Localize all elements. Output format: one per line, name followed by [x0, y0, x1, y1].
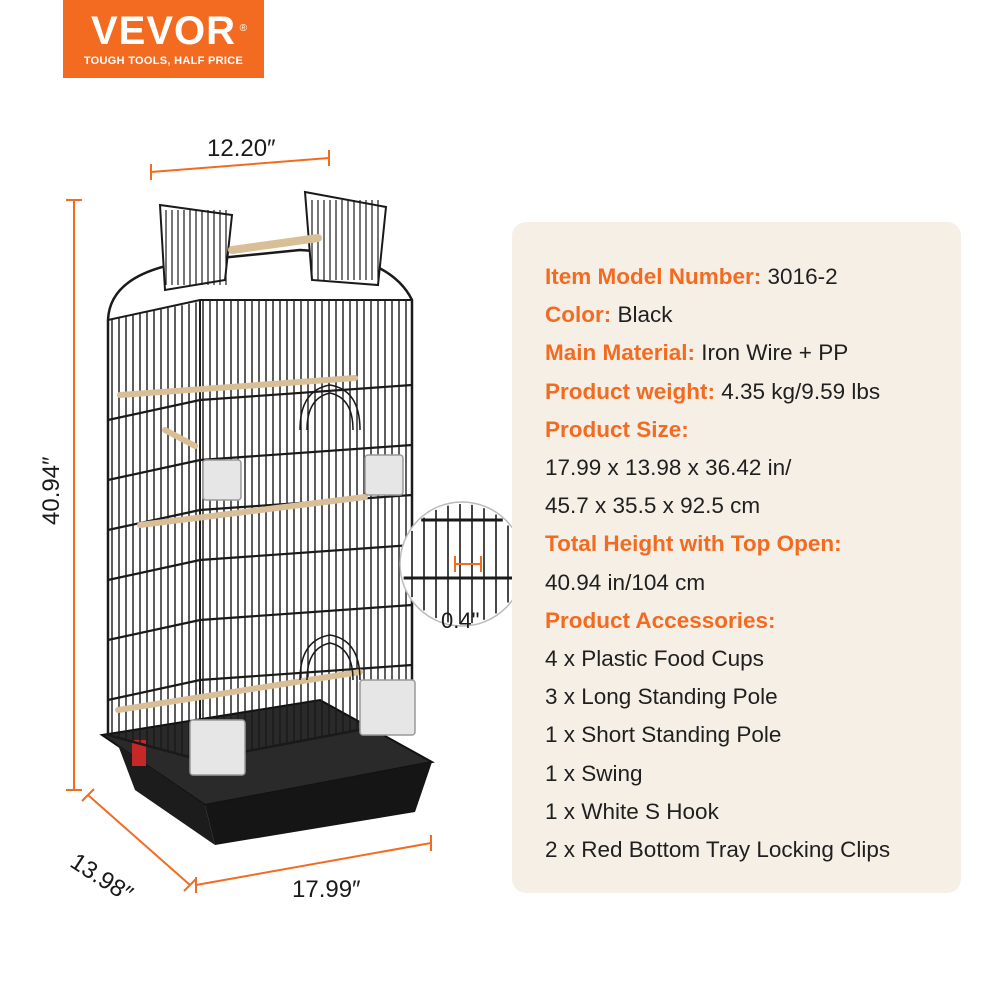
height-label: 40.94″ — [38, 456, 65, 525]
spec-row: Color: Black — [545, 296, 890, 334]
spec-label: Total Height with Top Open: — [545, 531, 842, 557]
brand-name: VEVOR® — [90, 9, 247, 53]
spec-value: 40.94 in/104 cm — [545, 569, 706, 595]
wire-gap-label: 0.4" — [441, 608, 480, 633]
wire-gap-zoom — [399, 501, 525, 627]
cage-tray — [99, 698, 435, 845]
spec-value: 4 x Plastic Food Cups — [545, 646, 764, 672]
length-dimension-line — [195, 842, 432, 886]
spec-row: Total Height with Top Open: — [545, 525, 890, 563]
spec-value: Iron Wire + PP — [695, 340, 849, 366]
spec-label: Product Size: — [545, 416, 689, 442]
length-label: 17.99″ — [292, 876, 361, 903]
brand-tagline: TOUGH TOOLS, HALF PRICE — [83, 55, 244, 67]
width-label: 12.20″ — [207, 135, 276, 162]
spec-row: Product Accessories: — [545, 602, 890, 640]
brand-name-text: VEVOR — [90, 9, 237, 53]
depth-dimension-line — [87, 794, 191, 886]
spec-label: Product weight: — [545, 378, 715, 404]
spec-row: 1 x Swing — [545, 755, 890, 793]
spec-label: Item Model Number: — [545, 264, 762, 289]
spec-value: 1 x Swing — [545, 760, 643, 786]
spec-row: 40.94 in/104 cm — [545, 564, 890, 602]
spec-card — [512, 222, 961, 893]
spec-row: 1 x White S Hook — [545, 793, 890, 831]
spec-label: Main Material: — [545, 340, 696, 366]
spec-value: Black — [611, 302, 673, 328]
spec-label: Color: — [545, 302, 612, 328]
spec-value: 1 x Short Standing Pole — [545, 722, 782, 748]
spec-value: 3016-2 — [761, 264, 838, 289]
spec-row: 4 x Plastic Food Cups — [545, 640, 890, 678]
spec-row: Item Model Number: 3016-2 — [545, 258, 890, 296]
spec-label: Product Accessories: — [545, 607, 776, 633]
registered-mark: ® — [239, 23, 249, 34]
wooden-perches — [115, 375, 368, 713]
spec-row: 2 x Red Bottom Tray Locking Clips — [545, 831, 890, 869]
cage-horizontal-rings — [107, 383, 413, 702]
spec-row: 17.99 x 13.98 x 36.42 in/ — [545, 449, 890, 487]
food-cups — [189, 454, 416, 776]
spec-value: 1 x White S Hook — [545, 798, 719, 824]
red-locking-clip — [132, 740, 146, 766]
spec-value: 3 x Long Standing Pole — [545, 684, 778, 710]
spec-row: 3 x Long Standing Pole — [545, 678, 890, 716]
spec-row: Main Material: Iron Wire + PP — [545, 334, 890, 372]
spec-value: 45.7 x 35.5 x 92.5 cm — [545, 493, 761, 519]
top-perch — [228, 234, 322, 254]
width-dimension-line — [150, 157, 330, 173]
spec-row: 45.7 x 35.5 x 92.5 cm — [545, 487, 890, 525]
spec-row: Product weight: 4.35 kg/9.59 lbs — [545, 373, 890, 411]
spec-value: 2 x Red Bottom Tray Locking Clips — [545, 837, 891, 863]
spec-row: 1 x Short Standing Pole — [545, 716, 890, 754]
dimension-lines — [66, 150, 432, 893]
spec-row: Product Size: — [545, 411, 890, 449]
swings — [299, 384, 361, 681]
cage-wires — [106, 248, 414, 762]
spec-value: 4.35 kg/9.59 lbs — [715, 378, 881, 404]
spec-value: 17.99 x 13.98 x 36.42 in/ — [545, 455, 792, 481]
brand-logo: VEVOR® TOUGH TOOLS, HALF PRICE — [63, 0, 264, 78]
